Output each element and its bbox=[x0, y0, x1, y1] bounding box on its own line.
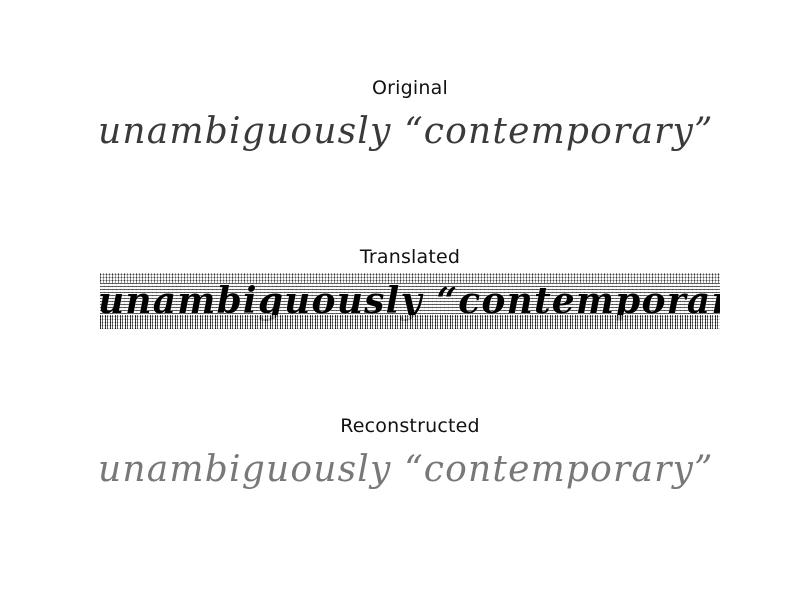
translated-noise-band-top bbox=[100, 273, 720, 283]
translated-noise-band-bottom bbox=[100, 315, 720, 329]
original-handwriting-image: unambiguously “contemporary” work to be bbox=[100, 104, 720, 160]
reconstructed-title: Reconstructed bbox=[340, 415, 480, 437]
reconstructed-handwriting-image: unambiguously “contemporary” work to be bbox=[100, 442, 720, 498]
translated-title: Translated bbox=[359, 246, 461, 268]
reconstructed-handwriting-text: unambiguously “contemporary” work to be bbox=[100, 449, 720, 490]
translated-handwriting-text: unambiguously “contemporary” work to be bbox=[100, 280, 720, 322]
original-title: Original bbox=[372, 77, 448, 99]
original-handwriting-text: unambiguously “contemporary” work to be bbox=[100, 111, 720, 152]
translated-handwriting-image: unambiguously “contemporary” work to be bbox=[100, 273, 720, 329]
